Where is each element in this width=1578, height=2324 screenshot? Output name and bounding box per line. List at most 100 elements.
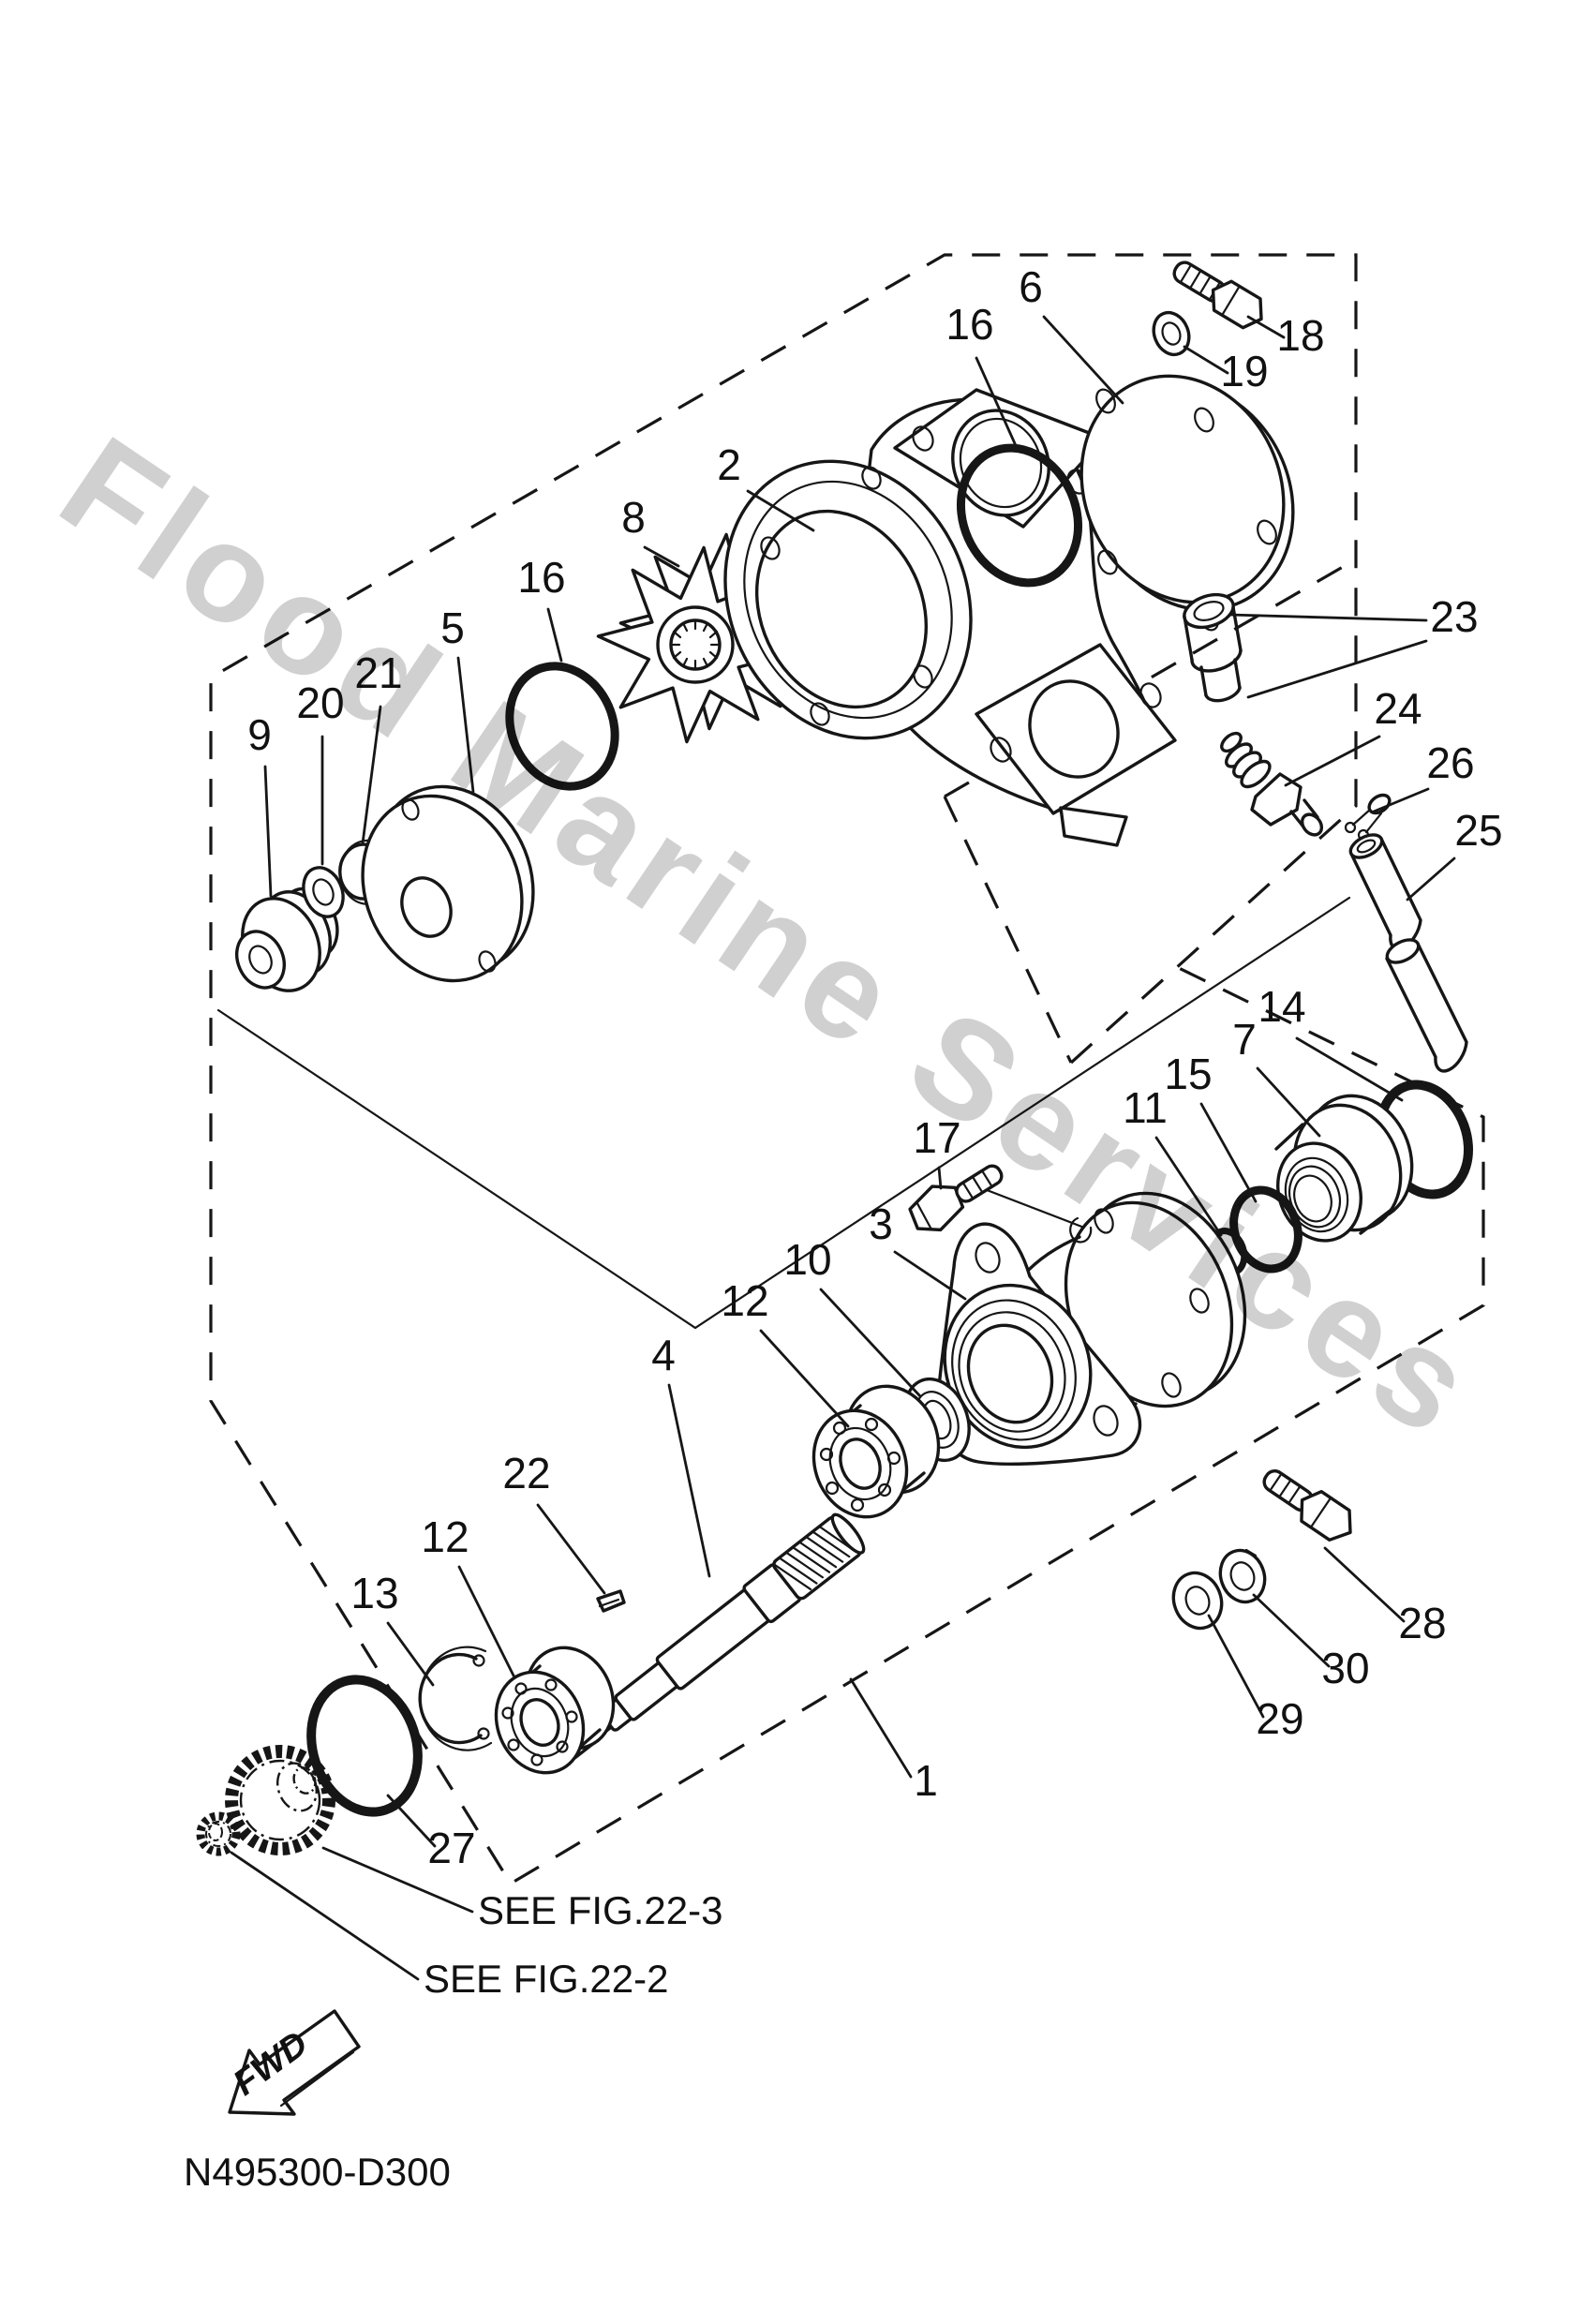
callout-leader-line (1207, 1614, 1265, 1719)
tube-part25 (1348, 833, 1468, 1073)
assembly-boundary-boxes (209, 253, 1485, 1886)
callout-leader-line (1154, 1136, 1223, 1237)
o-ring-part27 (306, 1675, 423, 1817)
callout-number: 23 (1430, 592, 1478, 641)
washer-part19 (1152, 310, 1191, 357)
callout-number: 12 (421, 1512, 469, 1561)
drawing-code: N495300-D300 (184, 2150, 451, 2194)
callout-16-17: 16 (517, 553, 566, 663)
callout-8-7: 8 (621, 493, 680, 568)
callout-number: 22 (502, 1449, 550, 1497)
bushing-part7 (1274, 1094, 1414, 1243)
callout-9-8: 9 (247, 710, 273, 898)
bearing-part12-right (811, 1384, 941, 1519)
callout-15-15: 15 (1164, 1050, 1258, 1203)
drive-shaft-part4 (560, 1512, 866, 1761)
callout-leader-line (746, 489, 815, 532)
callout-3-2: 3 (869, 1199, 967, 1301)
callout-number: 27 (427, 1824, 475, 1872)
callout-leader-line (819, 1288, 922, 1398)
callout-leader-line (1284, 735, 1381, 787)
callout-leader-line (386, 1621, 435, 1687)
callout-number: 2 (717, 440, 741, 489)
callout-leader-line (263, 765, 273, 898)
see-fig-22-3-label: SEE FIG.22-3 (478, 1888, 722, 1932)
callout-number: 17 (913, 1113, 960, 1162)
callout-number: 1 (914, 1756, 938, 1805)
see-fig-22-3: SEE FIG.22-3 (321, 1846, 722, 1932)
callout-24-25: 24 (1284, 684, 1422, 787)
callout-leader-line (1246, 315, 1286, 339)
callout-leader-line (361, 705, 382, 845)
chain-line-v (216, 896, 1351, 1330)
shaft-spline-hatch (773, 1526, 858, 1591)
callout-number: 14 (1258, 982, 1305, 1031)
clip-part26 (1344, 793, 1392, 842)
callout-number: 3 (869, 1199, 893, 1248)
callout-number: 16 (945, 300, 993, 349)
callout-leader-line (457, 1565, 515, 1677)
callout-number: 29 (1256, 1694, 1303, 1743)
callout-11-10: 11 (1123, 1083, 1223, 1237)
callout-leader-line (456, 656, 475, 794)
callout-29-30: 29 (1207, 1614, 1304, 1743)
callout-number: 16 (517, 553, 565, 602)
callout-leader-line (1252, 1593, 1331, 1668)
callout-number: 8 (621, 493, 646, 542)
callout-leader-line (1406, 857, 1456, 901)
callout-14-14: 14 (1258, 982, 1404, 1102)
callout-5-4: 5 (440, 603, 475, 794)
callout-leader-line (536, 1503, 606, 1595)
chain-lines (216, 896, 1351, 1330)
callout-number: 18 (1276, 311, 1324, 360)
callout-number: 11 (1123, 1083, 1168, 1132)
callout-number: 10 (783, 1235, 831, 1284)
callout-leader-line (1228, 613, 1428, 622)
callout-leader-line (643, 545, 680, 568)
callout-2-1: 2 (717, 440, 815, 532)
callout-number: 6 (1019, 262, 1043, 311)
callout-leader-line (759, 1329, 850, 1428)
fwd-arrow: FWD (227, 2009, 361, 2116)
callout-number: 5 (440, 603, 465, 652)
callout-number: 21 (354, 648, 402, 697)
wear-plate-part5 (361, 784, 535, 983)
callout-21-22: 21 (354, 648, 403, 845)
callout-23-24: 23 (1228, 592, 1479, 699)
callout-19-20: 19 (1183, 345, 1269, 395)
callout-layer: 1234567891011121213141516161718192021222… (247, 262, 1502, 1872)
pump-housing-part2 (723, 388, 1177, 847)
callout-leader-line (1323, 1546, 1406, 1623)
washer-part20 (302, 866, 345, 918)
callout-1: 1 (849, 1677, 938, 1805)
callout-leader-line (1372, 787, 1430, 813)
callout-leader-line (1042, 315, 1124, 405)
callout-16-16: 16 (945, 300, 1020, 452)
o-ring-part16-left (505, 662, 619, 791)
callout-number: 19 (1220, 347, 1268, 395)
anode-part23 (1183, 592, 1243, 703)
parts-layer: FWD (196, 261, 1474, 2116)
bolt-part18 (1172, 261, 1263, 330)
callout-26-27: 26 (1372, 738, 1475, 813)
fitting-part24 (1220, 731, 1324, 837)
see-fig-22-2: SEE FIG.22-2 (230, 1851, 668, 2001)
callout-leader-line (1183, 345, 1229, 375)
bolt-part28 (1262, 1469, 1352, 1542)
callout-number: 9 (247, 710, 272, 759)
callout-17-18: 17 (913, 1113, 961, 1190)
lock-washer-part30 (1218, 1548, 1267, 1604)
callout-leader-line (893, 1250, 967, 1301)
phantom-pinion (196, 1811, 241, 1856)
callout-number: 13 (350, 1569, 398, 1617)
callout-12-12: 12 (421, 1512, 515, 1677)
boundary-thermostat-left (943, 796, 1073, 1064)
o-ring-part16-top (956, 443, 1083, 588)
callout-13-13: 13 (350, 1569, 435, 1687)
bolt-part17 (908, 1164, 1004, 1232)
see-fig-22-2-leader-line (230, 1851, 420, 1981)
callout-number: 12 (721, 1276, 768, 1325)
callout-number: 28 (1398, 1599, 1446, 1647)
callout-number: 20 (296, 678, 344, 727)
